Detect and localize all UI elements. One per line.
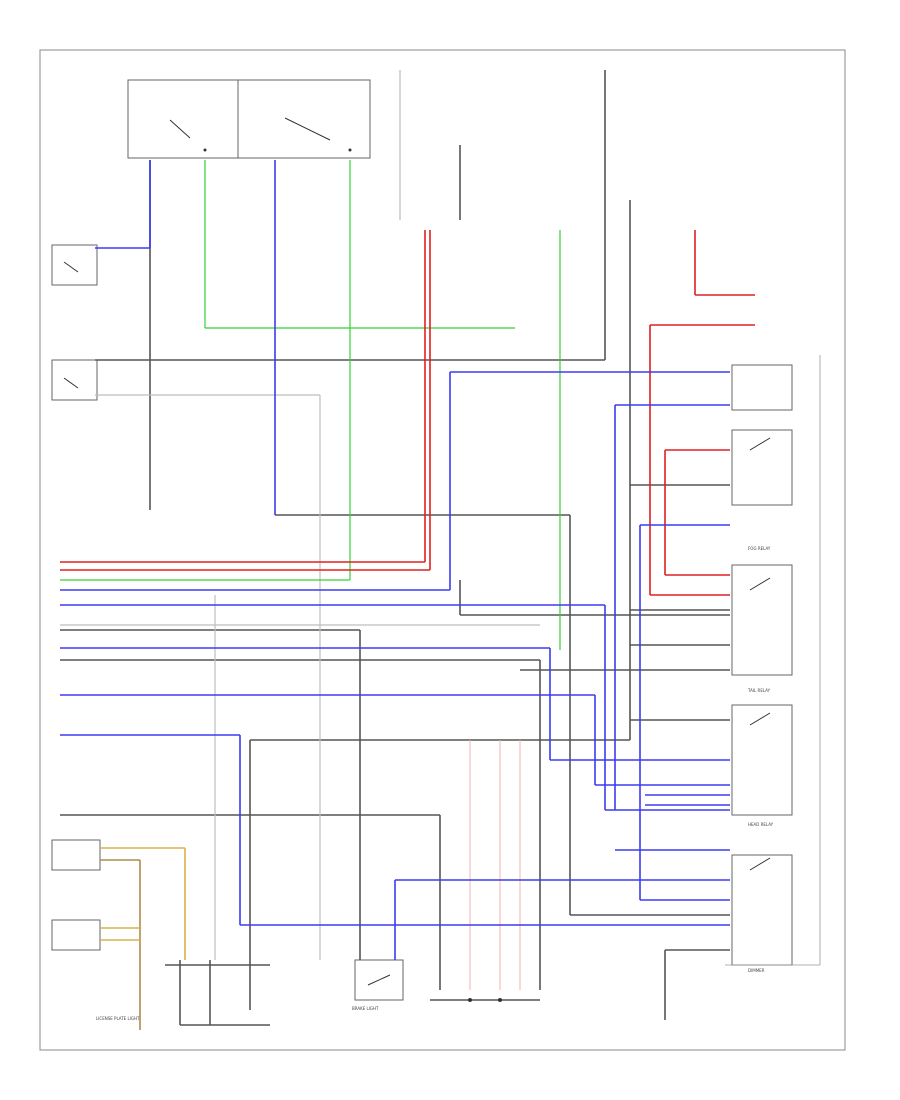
relay-label-fog: FOG RELAY <box>748 546 771 551</box>
relay-stack <box>731 364 793 966</box>
component-label-brake: BRAKE LIGHT <box>352 1006 379 1011</box>
light-control-switch <box>127 79 371 159</box>
door-switch-box <box>51 244 98 286</box>
brake-switch-box <box>354 959 404 1001</box>
bottom-left-box-2 <box>51 919 101 951</box>
yellow-wires <box>100 847 186 1030</box>
diagram-frame <box>39 49 846 1051</box>
ground-bus <box>430 998 540 1002</box>
relay-label-head: HEAD RELAY <box>748 822 774 827</box>
red-wires <box>60 230 755 596</box>
relay-label-tail: TAIL RELAY <box>747 688 771 693</box>
green-wires <box>60 160 561 650</box>
component-label-license: LICENSE PLATE LIGHT <box>96 1016 140 1021</box>
bottom-left-box-1 <box>51 839 101 871</box>
gray-wires <box>60 70 821 990</box>
black-wires <box>60 70 730 1026</box>
relay-label-dimmer: DIMMER <box>748 968 765 973</box>
blue-wires <box>60 160 730 960</box>
pedal-switch-box <box>51 359 98 401</box>
